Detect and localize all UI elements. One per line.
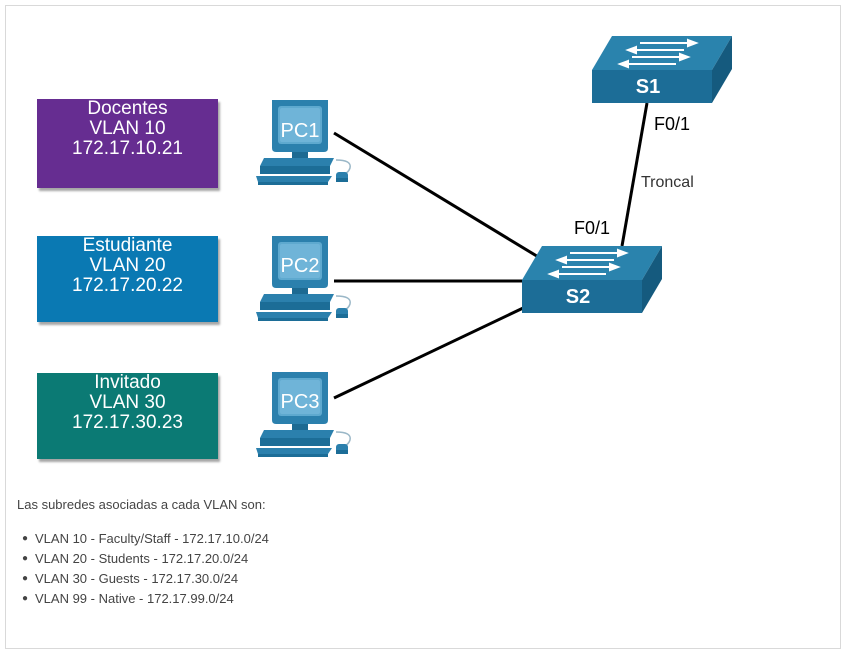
- subnet-text: VLAN 10 - Faculty/Staff - 172.17.10.0/24: [35, 531, 269, 546]
- link-pc1-s2: [333, 131, 541, 260]
- vlan-ip: 172.17.10.21: [72, 138, 183, 159]
- vlan-id: VLAN 20: [89, 255, 166, 276]
- list-item: ● VLAN 30 - Guests - 172.17.30.0/24: [22, 569, 269, 589]
- vlan-name: Estudiante: [82, 235, 173, 256]
- list-item: ● VLAN 99 - Native - 172.17.99.0/24: [22, 589, 269, 609]
- subnet-text: VLAN 20 - Students - 172.17.20.0/24: [35, 551, 249, 566]
- subnets-section: Las subredes asociadas a cada VLAN son: …: [17, 497, 269, 609]
- list-item: ● VLAN 20 - Students - 172.17.20.0/24: [22, 549, 269, 569]
- link-pc3-s2: [333, 298, 541, 400]
- vlan-name: Invitado: [94, 372, 161, 393]
- pc1-label: PC1: [281, 120, 320, 142]
- subnet-text: VLAN 99 - Native - 172.17.99.0/24: [35, 591, 234, 606]
- vlan-ip: 172.17.30.23: [72, 412, 183, 433]
- vlan-ip: 172.17.20.22: [72, 275, 183, 296]
- switch-s2-icon[interactable]: [521, 245, 663, 314]
- subnets-list: ● VLAN 10 - Faculty/Staff - 172.17.10.0/2…: [17, 529, 269, 609]
- vlan-name: Docentes: [87, 98, 168, 119]
- subnets-intro: Las subredes asociadas a cada VLAN son:: [17, 497, 266, 512]
- s2-port-label: F0/1: [574, 218, 610, 238]
- switch-s1-icon[interactable]: [591, 35, 733, 104]
- switch-s1-label: S1: [636, 76, 660, 98]
- vlan-box-docentes: Docentes VLAN 10 172.17.10.21: [37, 99, 218, 188]
- list-item: ● VLAN 10 - Faculty/Staff - 172.17.10.0/2…: [22, 529, 269, 549]
- bullet-icon: ●: [22, 573, 29, 584]
- switch-s2-label: S2: [566, 286, 590, 308]
- bullet-icon: ●: [22, 553, 29, 564]
- trunk-link: [620, 102, 649, 247]
- pc1-icon[interactable]: [255, 99, 351, 186]
- pc3-icon[interactable]: [255, 371, 351, 458]
- s1-port-label: F0/1: [654, 114, 690, 134]
- vlan-id: VLAN 30: [89, 392, 166, 413]
- bullet-icon: ●: [22, 593, 29, 604]
- trunk-label: Troncal: [641, 174, 694, 191]
- network-diagram: PC1 PC2 PC3 S1 S2 F0/1 F0/1 Troncal: [255, 35, 733, 458]
- pc2-label: PC2: [281, 255, 320, 277]
- pc2-icon[interactable]: [255, 235, 351, 322]
- vlan-box-invitado: Invitado VLAN 30 172.17.30.23: [37, 373, 218, 459]
- subnet-text: VLAN 30 - Guests - 172.17.30.0/24: [35, 571, 239, 586]
- content-frame: [5, 5, 841, 649]
- vlan-box-estudiante: Estudiante VLAN 20 172.17.20.22: [37, 236, 218, 322]
- vlan-id: VLAN 10: [89, 118, 166, 139]
- bullet-icon: ●: [22, 533, 29, 544]
- pc3-label: PC3: [281, 391, 320, 413]
